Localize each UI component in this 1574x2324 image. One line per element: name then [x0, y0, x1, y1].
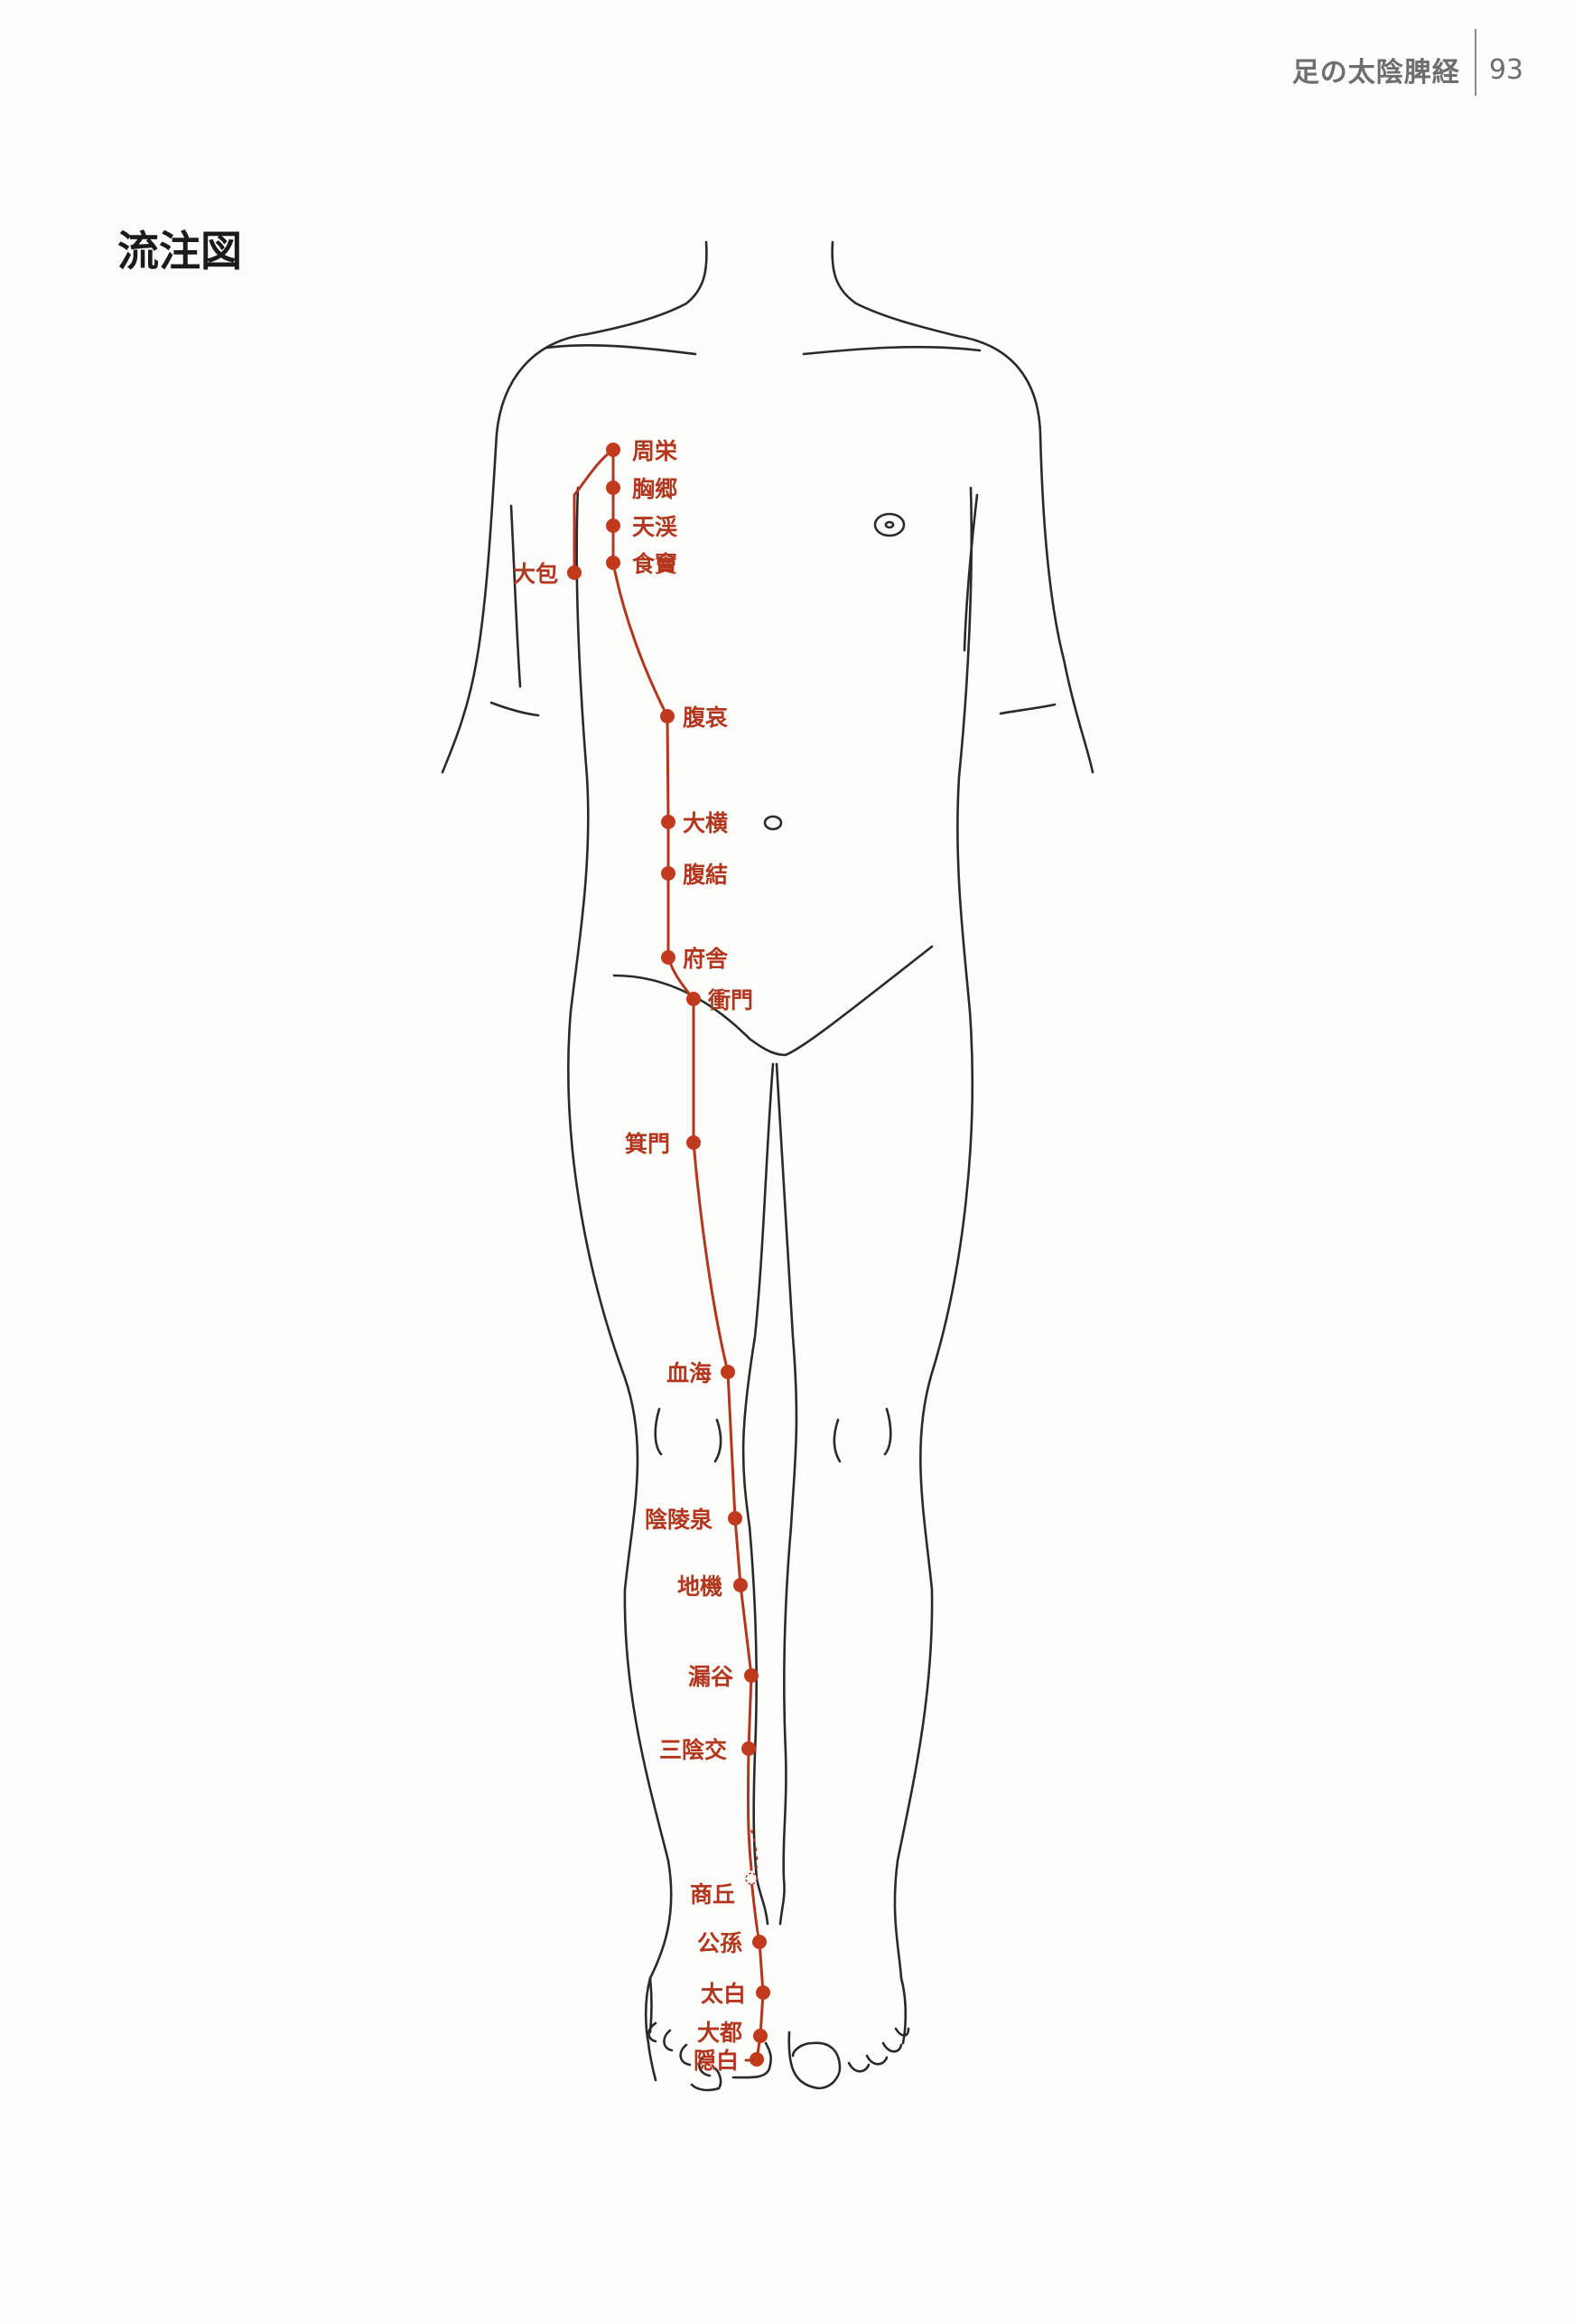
section-title: 流注図: [117, 227, 242, 275]
acupoints: [567, 443, 770, 2067]
left-knee-line-1: [654, 1407, 663, 1456]
acupoint-daito: [753, 2029, 768, 2043]
label-inpaku: 隠白: [694, 2048, 739, 2074]
acupoint-fukketsu: [661, 866, 675, 881]
label-koson: 公孫: [697, 1930, 742, 1956]
acupoint-daiho: [567, 565, 582, 580]
meridian-line-upper: [573, 448, 615, 574]
acupoint-tenkei: [606, 518, 620, 533]
right-knee-line-1: [833, 1418, 842, 1463]
right-foot-big-toe: [787, 2030, 842, 2090]
acupoint-inryosen: [728, 1511, 742, 1526]
label-inryosen: 陰陵泉: [645, 1507, 712, 1533]
left-leg-inner: [741, 1062, 775, 1926]
left-knee-line-2: [713, 1418, 722, 1463]
neck-left-line: [585, 240, 708, 336]
right-knee-line-2: [883, 1407, 892, 1456]
running-head: 足の太陰脾経 93: [1291, 29, 1523, 103]
label-shokutoku: 食竇: [632, 551, 677, 577]
page-number: 93: [1488, 53, 1523, 86]
acupoint-kekkai: [721, 1365, 735, 1379]
clavicle-right: [802, 345, 982, 356]
acupoint-kyokyo: [606, 481, 620, 495]
label-daito: 大都: [697, 2020, 742, 2046]
right-foot-outline: [899, 1976, 908, 2045]
left-foot-outline: [644, 1976, 657, 2082]
right-leg-inner: [775, 1062, 798, 1926]
right-foot-toes: [847, 2027, 910, 2073]
acupoint-labels: 周栄 胸郷 天渓 食竇 大包 腹哀 大横 腹結 府舎 衝門 箕門 血海 陰陵泉 …: [513, 438, 755, 2074]
navel: [763, 815, 783, 831]
label-rokoku: 漏谷: [688, 1664, 734, 1690]
label-tenkei: 天渓: [632, 514, 678, 540]
body-outline: [441, 240, 1094, 2092]
left-armpit: [489, 701, 540, 717]
meridian-line-foot: [750, 1877, 765, 2061]
acupoint-shokyu: [745, 1872, 758, 1885]
label-shokyu: 商丘: [690, 1881, 735, 1908]
label-shomon: 衝門: [707, 987, 753, 1013]
acupoint-shuei: [606, 443, 620, 457]
acupoint-sanninko: [741, 1741, 756, 1756]
acupoint-daio: [661, 815, 675, 829]
label-kimon: 箕門: [625, 1131, 670, 1157]
acupoint-shomon: [686, 992, 701, 1006]
label-kyokyo: 胸郷: [632, 476, 677, 502]
acupoint-fusha: [661, 950, 675, 965]
meridian-line-chest: [611, 448, 669, 718]
header-divider: [1474, 29, 1476, 96]
label-daio: 大横: [683, 810, 728, 836]
acupoint-koson: [752, 1935, 767, 1949]
label-daiho: 大包: [513, 561, 558, 587]
label-fukketsu: 腹結: [683, 862, 728, 888]
right-armpit: [999, 703, 1057, 715]
label-sanninko: 三陰交: [659, 1737, 727, 1763]
groin-line: [612, 945, 934, 1057]
acupoint-shokutoku: [606, 555, 620, 570]
right-leg-outer: [893, 1010, 974, 1980]
acupoint-taihaku: [756, 1985, 770, 2000]
left-arm-outline: [441, 332, 589, 774]
clavicle-left: [545, 344, 697, 356]
neck-right-line: [831, 240, 959, 338]
label-fusha: 府舎: [683, 946, 729, 972]
label-shuei: 周栄: [632, 438, 678, 464]
label-taihaku: 太白: [701, 1981, 746, 2007]
right-nipple-outer: [873, 512, 906, 537]
acupoint-fukuai: [660, 709, 675, 723]
left-leg-outer: [567, 1010, 673, 2034]
acupoint-rokoku: [744, 1668, 759, 1683]
torso-right-side: [956, 486, 973, 1013]
left-foot-big-toe: [690, 2041, 772, 2092]
label-fukuai: 腹哀: [683, 705, 728, 731]
chapter-name: 足の太陰脾経: [1291, 57, 1460, 89]
acupoint-kimon: [686, 1135, 701, 1150]
meridian-line-leg: [692, 997, 753, 1871]
left-inner-arm: [509, 504, 522, 688]
label-kekkai: 血海: [666, 1360, 712, 1386]
label-chiki: 地機: [677, 1573, 722, 1600]
acupoint-inpaku: [750, 2052, 764, 2067]
spleen-meridian: [573, 448, 765, 2061]
left-foot-toes: [647, 2021, 712, 2077]
right-nipple-inner: [884, 520, 895, 529]
right-arm-outline: [955, 334, 1094, 774]
acupoint-chiki: [733, 1578, 748, 1592]
right-inner-arm: [963, 493, 979, 652]
